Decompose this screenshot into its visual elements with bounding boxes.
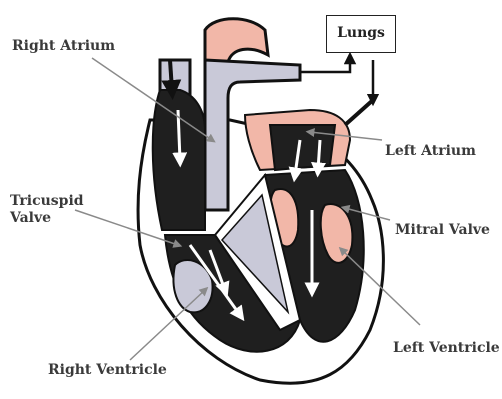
label-mitral-valve: Mitral Valve: [395, 222, 490, 239]
label-right-ventricle: Right Ventricle: [48, 362, 167, 379]
label-left-atrium: Left Atrium: [385, 143, 476, 160]
label-tricuspid-valve: Tricuspid Valve: [10, 193, 84, 227]
lungs-box: Lungs: [326, 15, 396, 53]
label-tricuspid-line2: Valve: [10, 210, 51, 226]
label-left-ventricle: Left Ventricle: [393, 340, 500, 357]
label-tricuspid-line1: Tricuspid: [10, 193, 84, 209]
label-right-atrium: Right Atrium: [12, 38, 115, 55]
